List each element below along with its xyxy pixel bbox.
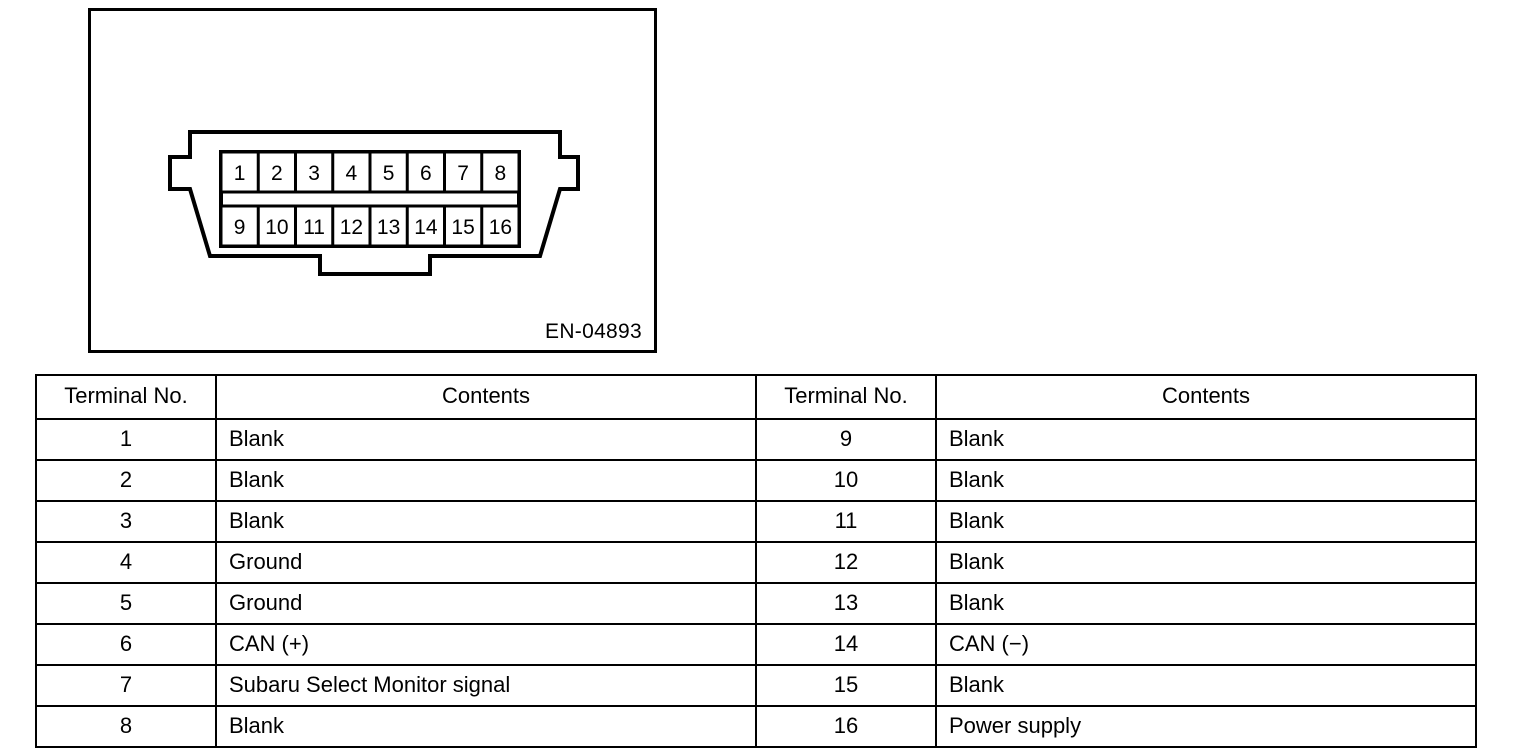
terminal-no-cell: 10 xyxy=(755,459,937,502)
pin-number-16: 16 xyxy=(489,216,512,239)
pin-number-13: 13 xyxy=(377,216,400,239)
connector-shell-outline xyxy=(168,130,580,276)
pin-number-15: 15 xyxy=(451,216,474,239)
pin-number-2: 2 xyxy=(271,162,283,185)
terminal-no-cell: 1 xyxy=(35,418,217,461)
terminal-no-cell: 9 xyxy=(755,418,937,461)
table-row: 5 Ground 13 Blank xyxy=(35,582,1477,625)
contents-cell: Blank xyxy=(215,459,757,502)
contents-cell: Blank xyxy=(935,582,1477,625)
table-header-row: Terminal No. Contents Terminal No. Conte… xyxy=(35,374,1477,420)
contents-cell: Blank xyxy=(935,500,1477,543)
pin-number-8: 8 xyxy=(495,162,507,185)
figure-panel: 1 2 3 4 5 6 7 8 9 10 11 12 13 14 15 16 E… xyxy=(88,8,657,353)
terminal-no-cell: 2 xyxy=(35,459,217,502)
contents-cell: CAN (+) xyxy=(215,623,757,666)
pin-number-5: 5 xyxy=(383,162,395,185)
contents-cell: Blank xyxy=(935,418,1477,461)
terminal-assignment-table: Terminal No. Contents Terminal No. Conte… xyxy=(35,374,1477,748)
header-terminal-no-left: Terminal No. xyxy=(35,374,217,420)
figure-caption: EN-04893 xyxy=(545,320,642,343)
pin-number-3: 3 xyxy=(308,162,320,185)
pin-number-6: 6 xyxy=(420,162,432,185)
contents-cell: CAN (−) xyxy=(935,623,1477,666)
pin-dividers-bottom xyxy=(256,206,484,246)
terminal-no-cell: 12 xyxy=(755,541,937,584)
terminal-no-cell: 7 xyxy=(35,664,217,707)
pin-number-1: 1 xyxy=(234,162,246,185)
contents-cell: Blank xyxy=(935,664,1477,707)
header-terminal-no-right: Terminal No. xyxy=(755,374,937,420)
contents-cell: Blank xyxy=(935,459,1477,502)
contents-cell: Blank xyxy=(935,541,1477,584)
terminal-no-cell: 16 xyxy=(755,705,937,748)
terminal-no-cell: 13 xyxy=(755,582,937,625)
pin-number-4: 4 xyxy=(346,162,358,185)
pin-number-10: 10 xyxy=(265,216,288,239)
table-row: 2 Blank 10 Blank xyxy=(35,459,1477,502)
table-row: 7 Subaru Select Monitor signal 15 Blank xyxy=(35,664,1477,707)
terminal-no-cell: 8 xyxy=(35,705,217,748)
obd-connector-diagram: 1 2 3 4 5 6 7 8 9 10 11 12 13 14 15 16 xyxy=(163,119,583,289)
terminal-no-cell: 14 xyxy=(755,623,937,666)
terminal-no-cell: 15 xyxy=(755,664,937,707)
pin-number-9: 9 xyxy=(234,216,246,239)
table-row: 4 Ground 12 Blank xyxy=(35,541,1477,584)
pin-number-11: 11 xyxy=(303,216,325,239)
header-contents-right: Contents xyxy=(935,374,1477,420)
terminal-no-cell: 4 xyxy=(35,541,217,584)
contents-cell: Power supply xyxy=(935,705,1477,748)
pin-number-14: 14 xyxy=(414,216,438,239)
contents-cell: Ground xyxy=(215,541,757,584)
terminal-no-cell: 3 xyxy=(35,500,217,543)
header-contents-left: Contents xyxy=(215,374,757,420)
contents-cell: Blank xyxy=(215,500,757,543)
table-row: 6 CAN (+) 14 CAN (−) xyxy=(35,623,1477,666)
contents-cell: Blank xyxy=(215,418,757,461)
contents-cell: Blank xyxy=(215,705,757,748)
terminal-no-cell: 6 xyxy=(35,623,217,666)
table-row: 3 Blank 11 Blank xyxy=(35,500,1477,543)
contents-cell: Subaru Select Monitor signal xyxy=(215,664,757,707)
pin-number-7: 7 xyxy=(457,162,469,185)
table-row: 1 Blank 9 Blank xyxy=(35,418,1477,461)
pin-dividers-top xyxy=(256,152,484,192)
terminal-no-cell: 11 xyxy=(755,500,937,543)
terminal-no-cell: 5 xyxy=(35,582,217,625)
pin-number-12: 12 xyxy=(340,216,363,239)
contents-cell: Ground xyxy=(215,582,757,625)
table-row: 8 Blank 16 Power supply xyxy=(35,705,1477,748)
